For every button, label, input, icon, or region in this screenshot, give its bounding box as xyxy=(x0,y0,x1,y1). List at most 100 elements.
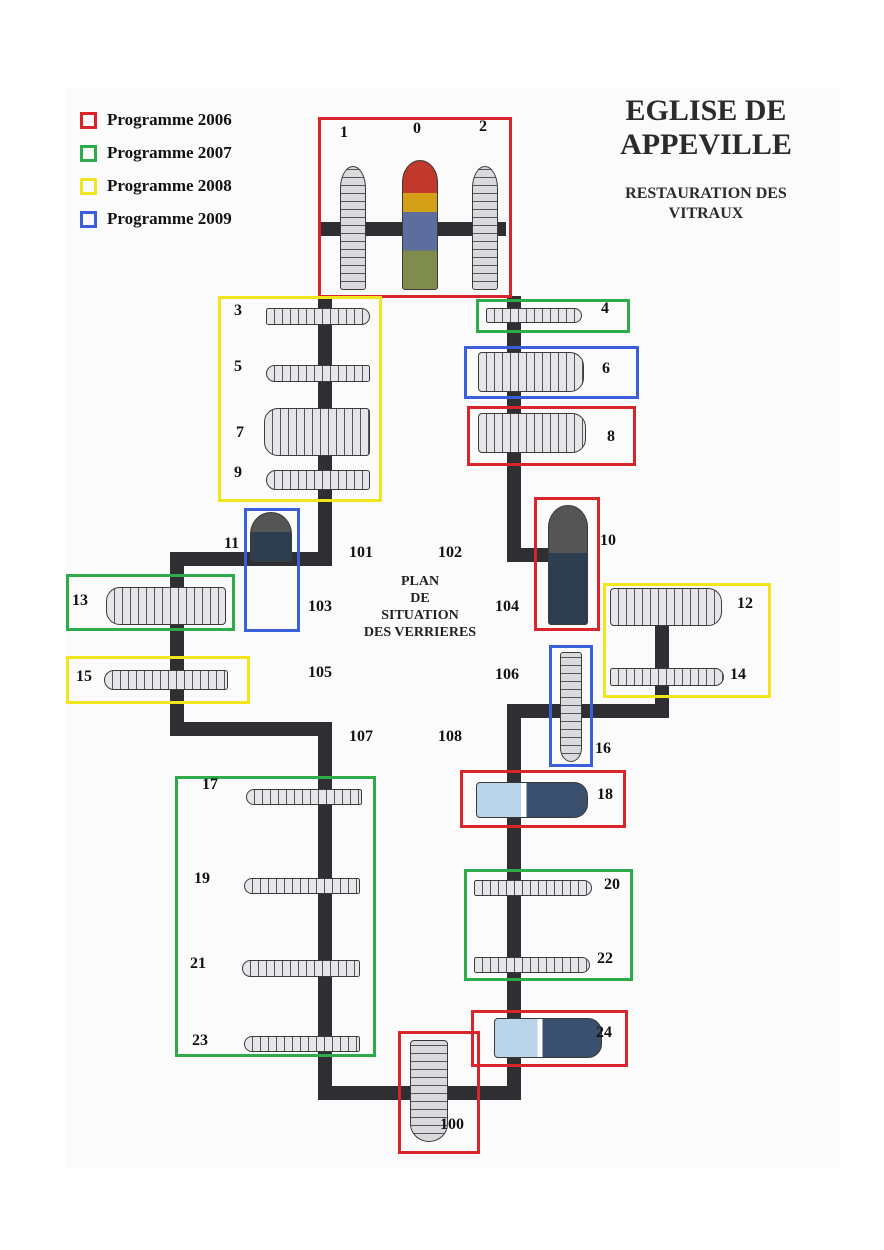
window-15-drawing xyxy=(104,670,228,690)
window-23-drawing xyxy=(244,1036,360,1052)
window-number-11: 11 xyxy=(224,535,240,552)
programme-box-window-18 xyxy=(460,770,626,828)
programme-box-window-10 xyxy=(534,497,600,631)
window-number-13: 13 xyxy=(72,592,88,609)
legend-swatch-2007 xyxy=(80,144,97,162)
window-7-drawing xyxy=(264,408,370,456)
programme-box-window-17-23 xyxy=(175,776,376,1057)
window-number-18: 18 xyxy=(597,786,613,803)
window-21-drawing xyxy=(242,960,360,977)
wall-left-transept-bottom xyxy=(170,722,332,736)
room-102: 102 xyxy=(438,544,462,561)
legend-label-2007: Programme 2007 xyxy=(107,143,232,162)
legend-label-2009: Programme 2009 xyxy=(107,209,232,228)
window-16-drawing xyxy=(560,652,582,762)
window-number-14: 14 xyxy=(730,666,746,683)
window-3-drawing xyxy=(266,308,370,325)
window-19-drawing xyxy=(244,878,360,894)
programme-box-window-20-22 xyxy=(464,869,633,981)
wall-right-transept-bottom xyxy=(507,704,669,718)
window-4-drawing xyxy=(486,308,582,323)
window-number-20: 20 xyxy=(604,876,620,893)
window-8-drawing xyxy=(478,413,586,453)
church-subtitle: RESTAURATION DES VITRAUX xyxy=(596,184,816,224)
window-1-drawing xyxy=(340,166,366,290)
window-number-23: 23 xyxy=(192,1032,208,1049)
room-106: 106 xyxy=(495,666,519,683)
programme-box-window-12-14 xyxy=(603,583,771,698)
programme-box-window-15 xyxy=(66,656,250,704)
room-105: 105 xyxy=(308,664,332,681)
programme-box-window-4 xyxy=(476,299,630,333)
window-number-9: 9 xyxy=(234,464,242,481)
programme-box-window-11 xyxy=(244,508,300,632)
room-107: 107 xyxy=(349,728,373,745)
window-number-2: 2 xyxy=(479,118,487,135)
room-104: 104 xyxy=(495,598,519,615)
window-17-drawing xyxy=(246,789,362,805)
window-5-drawing xyxy=(266,365,370,382)
church-title-line1: EGLISE DE xyxy=(625,94,787,127)
programme-box-window-3-9 xyxy=(218,296,382,502)
window-number-24: 24 xyxy=(596,1024,612,1041)
window-number-7: 7 xyxy=(236,424,244,441)
church-subtitle-line2: VITRAUX xyxy=(668,205,744,222)
window-number-15: 15 xyxy=(76,668,92,685)
legend-swatch-2009 xyxy=(80,210,97,228)
window-number-3: 3 xyxy=(234,302,242,319)
window-number-8: 8 xyxy=(607,428,615,445)
plan-label: PLAN DE SITUATION DES VERRIERES xyxy=(322,573,518,641)
programme-box-window-8 xyxy=(467,406,636,466)
room-103: 103 xyxy=(308,598,332,615)
legend-item-2007: Programme 2007 xyxy=(80,142,232,164)
window-11-drawing xyxy=(250,512,292,562)
window-number-19: 19 xyxy=(194,870,210,887)
programme-box-window-24 xyxy=(471,1010,628,1067)
window-24-drawing xyxy=(494,1018,602,1058)
programme-box-window-100 xyxy=(398,1031,480,1154)
window-number-100: 100 xyxy=(440,1116,464,1133)
plan-label-line3: SITUATION xyxy=(381,608,459,623)
plan-label-line1: PLAN xyxy=(400,574,440,589)
programme-box-window-16 xyxy=(549,645,593,767)
plan-label-line2: DE xyxy=(410,591,430,606)
window-number-1: 1 xyxy=(340,124,348,141)
window-18-drawing xyxy=(476,782,588,818)
window-22-drawing xyxy=(474,957,590,973)
window-number-0: 0 xyxy=(413,120,421,137)
window-10-drawing xyxy=(548,505,588,625)
window-100-drawing xyxy=(410,1040,448,1142)
window-number-4: 4 xyxy=(601,300,609,317)
window-number-17: 17 xyxy=(202,776,218,793)
programme-box-window-6 xyxy=(464,346,639,399)
legend-item-2009: Programme 2009 xyxy=(80,208,232,230)
plan-label-line4: DES VERRIERES xyxy=(363,625,477,640)
church-title-line2: APPEVILLE xyxy=(620,128,792,161)
programme-box-window-13 xyxy=(66,574,235,631)
church-subtitle-line1: RESTAURATION DES xyxy=(625,185,787,202)
wall-nave-left-lower xyxy=(318,722,332,1100)
window-12-drawing xyxy=(610,588,722,626)
window-number-22: 22 xyxy=(597,950,613,967)
church-title: EGLISE DE APPEVILLE xyxy=(596,94,816,162)
window-number-6: 6 xyxy=(602,360,610,377)
legend-item-2008: Programme 2008 xyxy=(80,175,232,197)
window-number-12: 12 xyxy=(737,595,753,612)
room-101: 101 xyxy=(349,544,373,561)
window-number-21: 21 xyxy=(190,955,206,972)
legend-item-2006: Programme 2006 xyxy=(80,109,232,131)
window-9-drawing xyxy=(266,470,370,490)
programme-box-window-0-2 xyxy=(318,117,512,298)
room-108: 108 xyxy=(438,728,462,745)
legend-swatch-2006 xyxy=(80,111,97,129)
legend-label-2008: Programme 2008 xyxy=(107,176,232,195)
window-20-drawing xyxy=(474,880,592,896)
window-14-drawing xyxy=(610,668,724,686)
window-2-drawing xyxy=(472,166,498,290)
window-number-16: 16 xyxy=(595,740,611,757)
window-number-10: 10 xyxy=(600,532,616,549)
window-13-drawing xyxy=(106,587,226,625)
window-0-drawing xyxy=(402,160,438,290)
legend-label-2006: Programme 2006 xyxy=(107,110,232,129)
